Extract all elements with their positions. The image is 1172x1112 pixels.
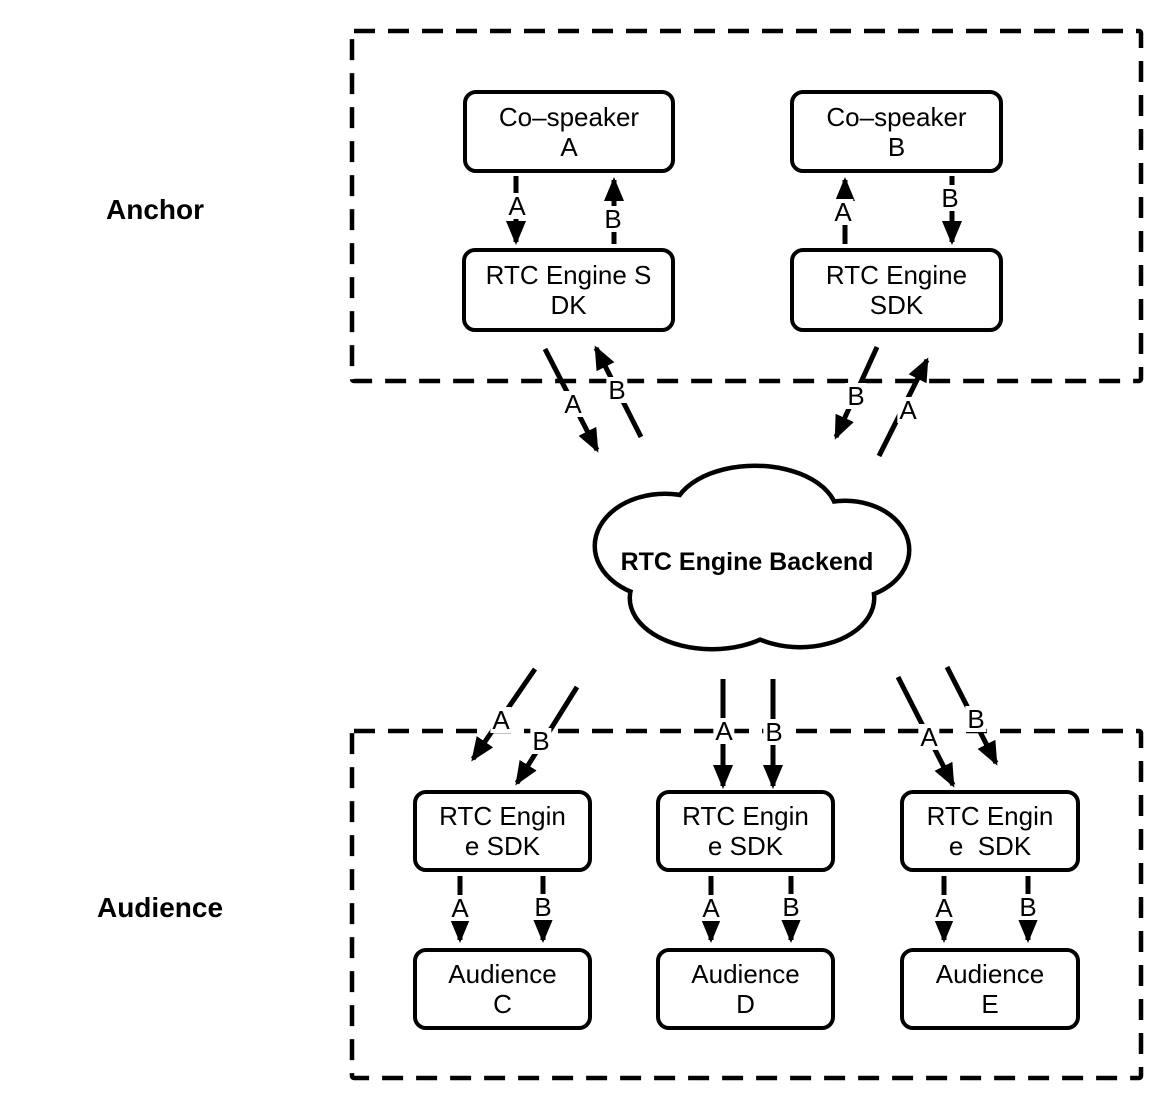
stream-label-a: A — [832, 197, 854, 227]
node-co-speaker-a-line1: Co–speaker — [498, 101, 640, 132]
node-co-speaker-a-line2: A — [560, 131, 578, 162]
stream-label-b: B — [939, 183, 961, 213]
node-audience-rtc-sdk-e-line1: RTC Engin — [926, 801, 1054, 831]
stream-label-a: A — [562, 389, 584, 419]
node-audience-c-line1: Audience — [448, 959, 557, 989]
audience-section-label: Audience — [96, 892, 224, 923]
node-audience-rtc-sdk-c-line1: RTC Engin — [439, 801, 566, 831]
backend-cloud-label: RTC Engine Backend — [621, 548, 874, 576]
node-audience-rtc-sdk-c-line2: e SDK — [464, 831, 541, 861]
stream-label-a: A — [713, 716, 735, 746]
node-audience-rtc-sdk-e: RTC Engin e SDK — [900, 790, 1080, 872]
node-audience-c-line2: C — [493, 989, 512, 1019]
node-audience-rtc-sdk-c: RTC Engin e SDK — [413, 790, 592, 872]
node-anchor-rtc-sdk-b-line2: SDK — [869, 290, 924, 320]
node-audience-d: Audience D — [656, 948, 835, 1030]
anchor-section-label: Anchor — [106, 194, 204, 225]
node-co-speaker-b: Co–speaker B — [790, 90, 1003, 173]
node-anchor-rtc-sdk-a-line1: RTC Engine S — [485, 260, 652, 290]
node-audience-d-line2: D — [736, 989, 755, 1019]
node-co-speaker-b-line1: Co–speaker — [826, 101, 967, 132]
stream-label-a: A — [490, 705, 512, 735]
node-co-speaker-b-line2: B — [887, 131, 906, 162]
stream-label-b: B — [763, 717, 785, 747]
stream-label-b: B — [530, 726, 552, 756]
audience-section-border — [349, 728, 1144, 1081]
stream-label-a: A — [918, 722, 940, 752]
stream-label-a: A — [449, 893, 471, 923]
node-audience-e: Audience E — [900, 948, 1080, 1030]
anchor-section-border — [349, 28, 1144, 384]
stream-label-b: B — [532, 892, 554, 922]
stream-label-b: B — [780, 892, 802, 922]
node-audience-e-line1: Audience — [935, 959, 1045, 989]
node-audience-rtc-sdk-e-line2: e SDK — [948, 831, 1032, 861]
stream-label-b: B — [1017, 892, 1039, 922]
stream-label-a: A — [897, 395, 919, 425]
backend-cloud: RTC Engine Backend — [592, 463, 912, 652]
stream-label-b: B — [602, 204, 624, 234]
stream-label-a: A — [933, 893, 955, 923]
node-audience-rtc-sdk-d-line2: e SDK — [707, 831, 784, 861]
node-audience-rtc-sdk-d: RTC Engin e SDK — [656, 790, 835, 872]
stream-label-a: A — [700, 893, 722, 923]
node-anchor-rtc-sdk-a: RTC Engine S DK — [462, 248, 675, 332]
node-audience-e-line2: E — [981, 989, 999, 1019]
stream-label-b: B — [606, 375, 628, 405]
node-anchor-rtc-sdk-b-line1: RTC Engine — [825, 260, 968, 290]
stream-label-a: A — [506, 191, 528, 221]
node-audience-c: Audience C — [413, 948, 592, 1030]
node-audience-d-line1: Audience — [691, 959, 800, 989]
node-audience-rtc-sdk-d-line1: RTC Engin — [682, 801, 809, 831]
node-anchor-rtc-sdk-b: RTC Engine SDK — [790, 248, 1003, 332]
node-co-speaker-a: Co–speaker A — [463, 90, 675, 173]
stream-label-b: B — [965, 704, 987, 734]
node-anchor-rtc-sdk-a-line2: DK — [550, 290, 587, 320]
stream-label-b: B — [845, 381, 867, 411]
